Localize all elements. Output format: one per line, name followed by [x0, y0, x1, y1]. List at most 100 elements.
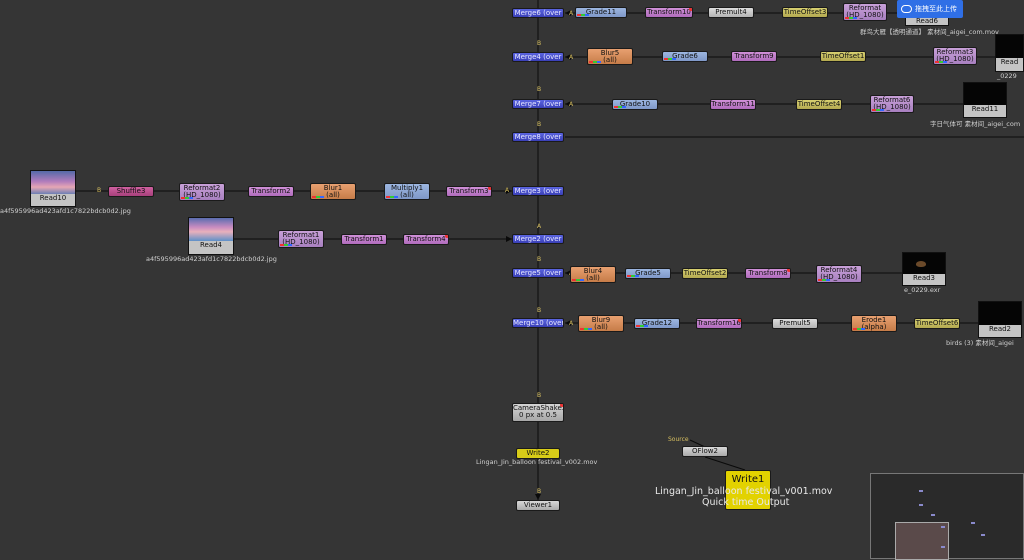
- reformat1-node[interactable]: Reformat1(HD_1080): [278, 230, 324, 248]
- write1-node[interactable]: Write1: [725, 470, 771, 510]
- merge10-node[interactable]: Merge10 (over: [512, 318, 564, 328]
- merge4-label: Merge4 (over: [514, 53, 562, 61]
- input-b-label: B: [537, 392, 542, 399]
- multiply1-sub: (all): [400, 191, 414, 199]
- premult4-label: Premult4: [715, 8, 747, 16]
- read-caption: _0229: [997, 72, 1017, 80]
- oflow2-node[interactable]: OFlow2: [682, 446, 728, 457]
- reformat-node[interactable]: Reformat(HD_1080): [843, 3, 887, 21]
- minimap-node-marker: [941, 526, 945, 528]
- input-b-label: B: [537, 121, 542, 128]
- blur9-node[interactable]: Blur9(all): [578, 315, 624, 332]
- read11-label: Read11: [971, 105, 999, 114]
- reformat4-node[interactable]: Reformat4(HD_1080): [816, 265, 862, 283]
- timeoffset3-label: TimeOffset3: [783, 8, 827, 16]
- read-thumbnail: [996, 35, 1023, 59]
- transform16-node[interactable]: Transform16: [696, 318, 742, 329]
- read3-node[interactable]: Read3: [902, 252, 946, 286]
- premult4-node[interactable]: Premult4: [708, 7, 754, 18]
- input-a-label: A: [537, 223, 542, 230]
- read2-node[interactable]: Read2: [978, 301, 1022, 338]
- read4-caption: a4f595996ad423afd1c7822bdcb0d2.jpg: [146, 255, 277, 263]
- write1-file: Lingan_Jin_balloon festival_v001.mov: [655, 486, 833, 497]
- read10-node[interactable]: Read10: [30, 170, 76, 207]
- merge3-node[interactable]: Merge3 (over: [512, 186, 564, 196]
- merge4-node[interactable]: Merge4 (over: [512, 52, 564, 62]
- blur9-label: Blur9: [591, 316, 611, 324]
- reformat2-sub: (HD_1080): [183, 191, 221, 199]
- grade10-node[interactable]: Grade10: [612, 99, 658, 110]
- merge2-node[interactable]: Merge2 (over: [512, 234, 564, 244]
- read6-label: Read6: [915, 17, 939, 26]
- transform2-label: Transform2: [251, 187, 291, 195]
- reformat4-sub: (HD_1080): [820, 273, 858, 281]
- minimap-node-marker: [919, 490, 923, 492]
- reformat2-node[interactable]: Reformat2(HD_1080): [179, 183, 225, 201]
- transform2-node[interactable]: Transform2: [248, 186, 294, 197]
- transform9-node[interactable]: Transform9: [731, 51, 777, 62]
- multiply1-label: Multiply1: [390, 184, 424, 192]
- merge7-label: Merge7 (over: [514, 100, 562, 108]
- read3-caption: e_0229.exr: [904, 286, 941, 294]
- grade6-node[interactable]: Grade6: [662, 51, 708, 62]
- blur4-node[interactable]: Blur4(all): [570, 266, 616, 283]
- reformat6-node[interactable]: Reformat6(HD_1080): [870, 95, 914, 113]
- minimap-node-marker: [941, 546, 945, 548]
- blur1-node[interactable]: Blur1(all): [310, 183, 356, 200]
- merge7-node[interactable]: Merge7 (over: [512, 99, 564, 109]
- transform4-node[interactable]: Transform4: [403, 234, 449, 245]
- timeoffset1-node[interactable]: TimeOffset1: [820, 51, 866, 62]
- reformat6-sub: (HD_1080): [873, 103, 911, 111]
- merge6-node[interactable]: Merge6 (over: [512, 8, 564, 18]
- read10-thumbnail: [31, 171, 75, 194]
- erode1-node[interactable]: Erode1(alpha): [851, 315, 897, 332]
- read11-node[interactable]: Read11: [963, 82, 1007, 118]
- transform16-label: Transform16: [697, 319, 741, 327]
- timeoffset3-node[interactable]: TimeOffset3: [782, 7, 828, 18]
- reformat4-label: Reformat4: [820, 266, 858, 274]
- viewer1-node[interactable]: Viewer1: [516, 500, 560, 511]
- reformat-label: Reformat: [848, 4, 882, 12]
- oflow2-label: OFlow2: [692, 447, 718, 455]
- shuffle3-node[interactable]: Shuffle3: [108, 186, 154, 197]
- transform8-node[interactable]: Transform8: [745, 268, 791, 279]
- transform8-label: Transform8: [748, 269, 788, 277]
- reformat3-node[interactable]: Reformat3(HD_1080): [933, 47, 977, 65]
- read2-caption: birds (3) 素材间_aigei: [946, 339, 1014, 347]
- read-node[interactable]: Read: [995, 34, 1024, 72]
- timeoffset2-node[interactable]: TimeOffset2: [682, 268, 728, 279]
- merge8-label: Merge8 (over: [514, 133, 562, 141]
- input-a-label: A: [569, 54, 574, 61]
- timeoffset4-label: TimeOffset4: [797, 100, 841, 108]
- read10-label: Read10: [39, 193, 67, 202]
- timeoffset4-node[interactable]: TimeOffset4: [796, 99, 842, 110]
- grade10-label: Grade10: [619, 100, 651, 108]
- timeoffset6-node[interactable]: TimeOffset6: [914, 318, 960, 329]
- merge8-node[interactable]: Merge8 (over: [512, 132, 564, 142]
- grade12-node[interactable]: Grade12: [634, 318, 680, 329]
- merge5-node[interactable]: Merge5 (over: [512, 268, 564, 278]
- write2-node[interactable]: Write2: [516, 448, 560, 459]
- transform10-node[interactable]: Transform10: [645, 7, 693, 18]
- transform1-node[interactable]: Transform1: [341, 234, 387, 245]
- timeoffset2-label: TimeOffset2: [683, 269, 727, 277]
- grade11-node[interactable]: Grade11: [575, 7, 627, 18]
- blur5-node[interactable]: Blur5(all): [587, 48, 633, 65]
- upload-button[interactable]: 拖拽至此上传: [897, 0, 963, 18]
- blur5-sub: (all): [603, 56, 617, 64]
- premult5-label: Premult5: [779, 319, 811, 327]
- grade5-node[interactable]: Grade5: [625, 268, 671, 279]
- transform11-node[interactable]: Transform11: [710, 99, 756, 110]
- premult5-node[interactable]: Premult5: [772, 318, 818, 329]
- read4-node[interactable]: Read4: [188, 217, 234, 255]
- camerashake3-label: CameraShake3: [513, 404, 564, 412]
- merge6-label: Merge6 (over: [514, 9, 562, 17]
- transform3-node[interactable]: Transform3: [446, 186, 492, 197]
- multiply1-node[interactable]: Multiply1(all): [384, 183, 430, 200]
- merge10-label: Merge10 (over: [513, 319, 564, 327]
- write1-title: Write1: [731, 474, 765, 485]
- read6-caption: 群鸟大雁【透明通道】 素材间_aigei_com.mov: [860, 28, 999, 36]
- read2-label: Read2: [988, 324, 1012, 333]
- node-graph-minimap[interactable]: [870, 473, 1024, 560]
